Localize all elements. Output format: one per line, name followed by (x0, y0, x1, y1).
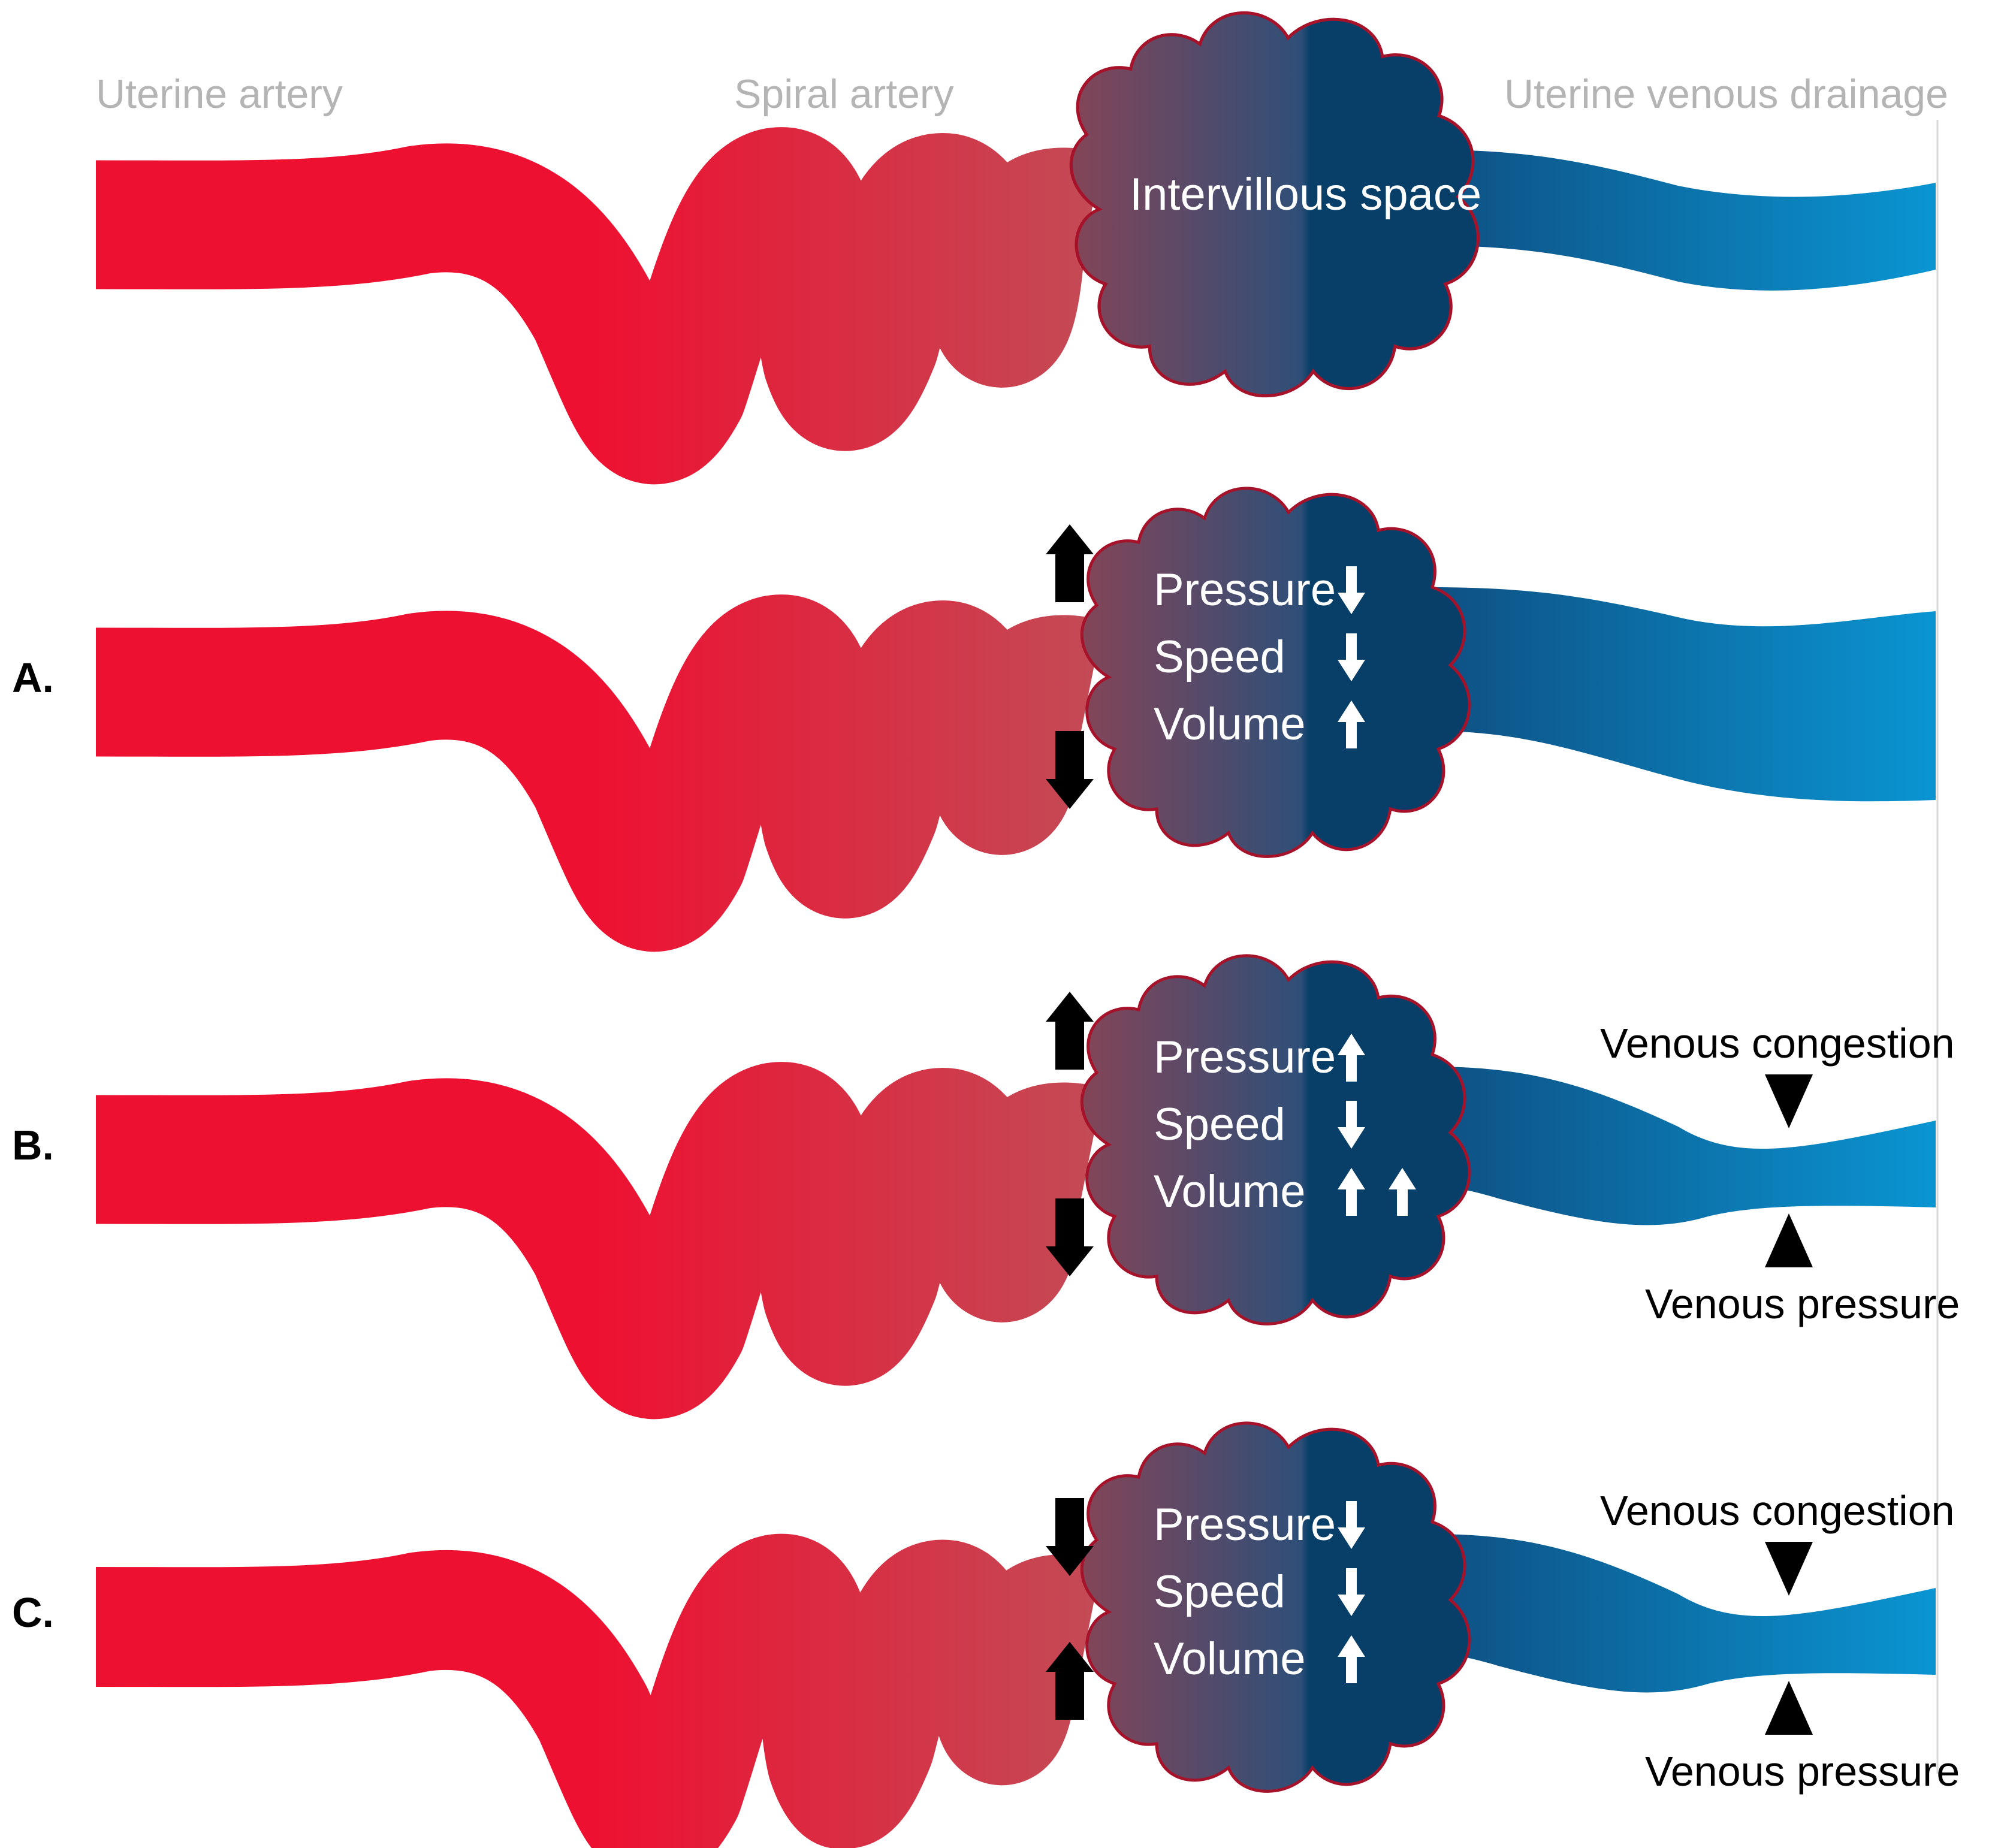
row-label: A. (12, 654, 54, 701)
intervillous-space-cloud (1080, 487, 1471, 858)
row-label: C. (12, 1589, 54, 1636)
param-pressure-label: Pressure (1154, 564, 1336, 615)
vessel-dilation-up-arrow (1046, 524, 1094, 602)
intervillous-space-cloud (1080, 1421, 1471, 1793)
param-volume-label: Volume (1154, 699, 1306, 750)
rows-container: PressureSpeedVolumeA.PressureSpeedVolume… (12, 487, 1960, 1848)
venous-pressure-triangle-icon (1765, 1213, 1813, 1267)
venous-drainage-vessel (1432, 1067, 1936, 1225)
row-reference: Intervillous space (95, 11, 1936, 485)
venous-congestion-triangle-icon (1765, 1542, 1813, 1596)
artery-vessel (95, 594, 1104, 952)
row-label: B. (12, 1122, 54, 1168)
param-speed-label: Speed (1154, 1099, 1285, 1150)
venous-congestion-label: Venous congestion (1600, 1487, 1955, 1534)
param-volume-up-arrow (1389, 1168, 1416, 1216)
uterine-artery-header: Uterine artery (96, 71, 343, 117)
intervillous-space-cloud (1069, 11, 1480, 398)
param-speed-down-arrow (1338, 1568, 1365, 1616)
artery-vessel (95, 1533, 1103, 1848)
param-pressure-up-arrow (1338, 1034, 1365, 1082)
param-volume-up-arrow (1338, 1168, 1365, 1216)
vessel-dilation-up-arrow (1046, 992, 1094, 1070)
artery-vessel (95, 1062, 1104, 1420)
param-speed-label: Speed (1154, 1566, 1285, 1617)
param-pressure-label: Pressure (1154, 1032, 1336, 1083)
param-volume-up-arrow (1338, 700, 1365, 748)
vessel-constriction-down-arrow (1046, 1498, 1094, 1576)
venous-pressure-triangle-icon (1765, 1681, 1813, 1735)
vessel-constriction-up-arrow (1046, 1642, 1094, 1720)
venous-drainage-vessel (1432, 587, 1936, 802)
param-pressure-down-arrow (1338, 566, 1365, 614)
param-volume-up-arrow (1338, 1635, 1365, 1683)
intervillous-space-cloud (1080, 954, 1471, 1325)
artery-vessel (95, 127, 1104, 485)
spiral-artery-header: Spiral artery (734, 71, 954, 117)
venous-congestion-triangle-icon (1765, 1074, 1813, 1128)
vessel-dilation-down-arrow (1046, 731, 1094, 809)
venous-drainage-vessel (1432, 1534, 1936, 1693)
venous-drainage-header: Uterine venous drainage (1504, 71, 1948, 117)
vessel-dilation-down-arrow (1046, 1198, 1094, 1276)
venous-congestion-label: Venous congestion (1600, 1020, 1955, 1067)
intervillous-space-label: Intervillous space (1130, 169, 1481, 220)
artery-vessel-outline (95, 209, 420, 227)
param-volume-label: Volume (1154, 1166, 1306, 1217)
param-pressure-down-arrow (1338, 1501, 1365, 1549)
param-pressure-label: Pressure (1154, 1499, 1336, 1550)
param-speed-down-arrow (1338, 1101, 1365, 1149)
param-speed-label: Speed (1154, 632, 1285, 683)
venous-drainage-vessel (1432, 150, 1936, 291)
venous-pressure-label: Venous pressure (1645, 1748, 1960, 1795)
param-volume-label: Volume (1154, 1633, 1306, 1684)
param-speed-down-arrow (1338, 633, 1365, 681)
venous-pressure-label: Venous pressure (1645, 1281, 1960, 1327)
